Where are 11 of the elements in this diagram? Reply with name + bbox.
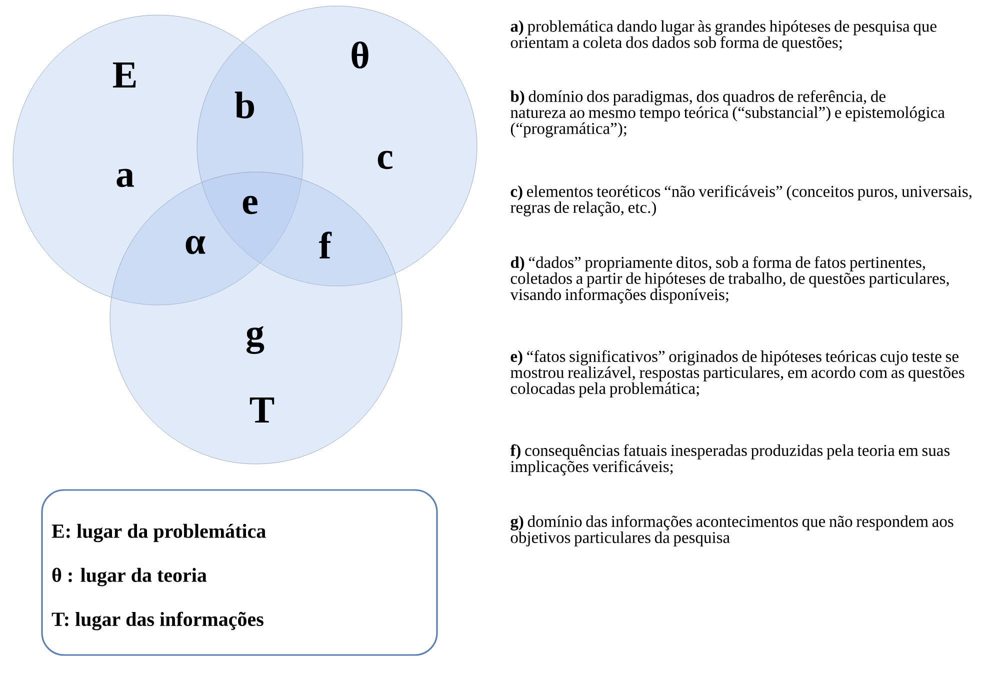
description-item: c) elementos teoréticos “não verificáveis” (conceitos puros, universais, regras de relação, etc.) <box>510 185 972 216</box>
description-item: f) consequências fatuais inesperadas produzidas pela teoria em suas implicações verificáveis; <box>510 444 950 476</box>
description-item: b) domínio dos paradigmas, dos quadros de referência, de natureza ao mesmo tempo teórica (“substancial”) e epistemológica (“programática”); <box>510 90 945 138</box>
description-item: d) “dados” propriamente ditos, sob a forma de fatos pertinentes, coletados a partir de hipóteses de trabalho, de questões particulares, visando informações disponíveis; <box>510 256 949 304</box>
region-letter: e <box>242 196 258 214</box>
description-item: g) domínio das informações acontecimentos que não respondem aos objetivos particulares da pesquisa <box>510 515 954 546</box>
description-item: e) “fatos significativos” originados de hipóteses teóricas cujo teste se mostrou realizável, respostas particulares, em acordo com as questões colocadas pela problemática; <box>510 350 964 398</box>
region-letter: f <box>318 232 332 258</box>
description-item: a) problemática dando lugar às grandes hipóteses de pesquisa que orientam a coleta dos dados sob forma de questões; <box>510 20 936 52</box>
key-box: E: lugar da problemática θ : lugar da teoria T: lugar das informações <box>41 489 438 656</box>
region-letter: b <box>234 92 254 118</box>
